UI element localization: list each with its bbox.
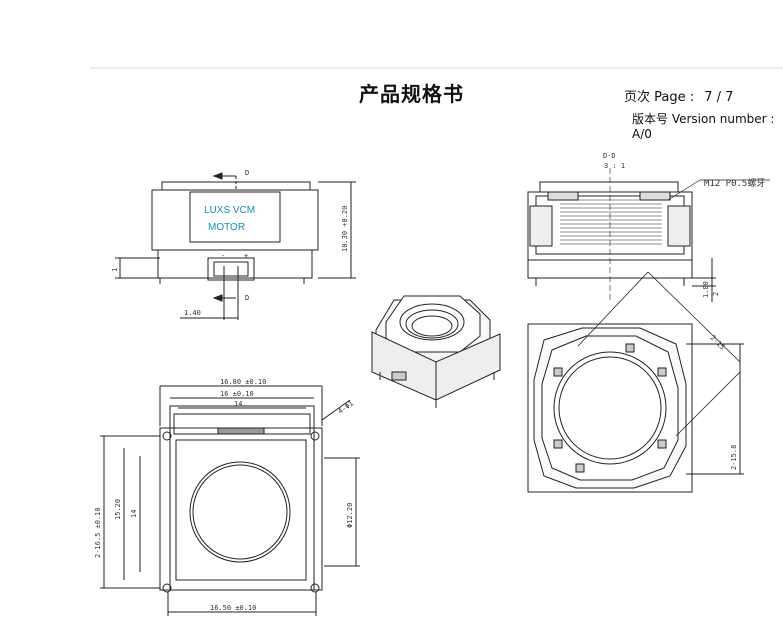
left-dim: 1 — [111, 268, 119, 272]
pin-minus: - — [221, 252, 225, 260]
front-view — [115, 172, 356, 320]
page-title: 产品规格书 — [359, 82, 464, 106]
header-rule — [90, 67, 783, 69]
bottom-view — [527, 271, 744, 493]
top-frame-height-dim: 14 — [130, 510, 138, 518]
top-inner-width-dim: 16 ±0.10 — [220, 390, 254, 398]
hole-dim: 4-Φ1 — [337, 399, 355, 415]
section-label: D-D — [603, 152, 616, 160]
logo-line1: LUXS VCM — [204, 205, 255, 216]
thread-label: M12 P0.5螺牙 — [704, 178, 765, 189]
page-value: 7 / 7 — [704, 90, 734, 105]
top-view — [100, 385, 360, 616]
bore-dim: Φ12.20 — [346, 503, 354, 528]
top-width-dim: 16.80 ±0.10 — [220, 378, 266, 386]
bottom-height-dim: 2-15.8 — [730, 445, 738, 470]
iso-view — [371, 295, 501, 408]
section-bottom-dim: 1.00 — [702, 281, 710, 298]
page-number: 页次 Page : 7 / 7 — [624, 86, 733, 105]
section-view — [527, 168, 770, 302]
section-mark-top: D — [245, 169, 249, 177]
front-height-dim: 10.30 +0.20 — [341, 206, 349, 252]
top-frame-dim: 14 — [234, 400, 242, 408]
version-label: 版本号 Version number : — [632, 112, 775, 126]
scale-label: 3 : 1 — [604, 162, 625, 170]
logo-line2: MOTOR — [208, 222, 245, 233]
version-value: A/0 — [632, 127, 652, 141]
version-number: 版本号 Version number : A/0 — [632, 110, 783, 141]
top-inner-height-dim: 15.20 — [114, 499, 122, 520]
section-mark-bottom: D — [245, 294, 249, 302]
top-height-dim: 2-16.5 ±0.10 — [94, 507, 102, 558]
bottom-width-dim: 16.50 ±0.10 — [210, 604, 256, 612]
bottom-diag-dim: 2-15 — [709, 334, 727, 352]
page-label: 页次 Page : — [624, 90, 695, 105]
section-bottom-dim-sub: 2 — [712, 292, 720, 296]
lead-dim: 1.40 — [184, 309, 201, 317]
pin-plus: + — [244, 252, 248, 260]
